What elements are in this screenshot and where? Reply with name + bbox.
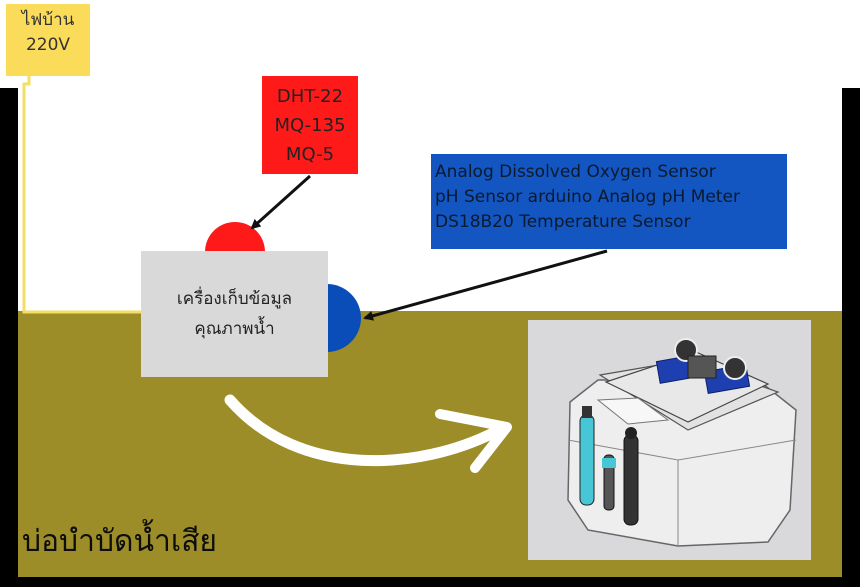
power-title: ไฟบ้าน bbox=[21, 10, 75, 30]
sensor-item: DHT-22 bbox=[276, 86, 344, 107]
water-sensor-list: Analog Dissolved Oxygen Sensor pH Sensor… bbox=[431, 154, 787, 249]
sensor-item: DS18B20 Temperature Sensor bbox=[435, 212, 691, 232]
pond-floor bbox=[0, 577, 860, 587]
logger-title-line1: เครื่องเก็บข้อมูล bbox=[176, 289, 293, 309]
sensor-item: Analog Dissolved Oxygen Sensor bbox=[435, 162, 716, 182]
sensor-item: pH Sensor arduino Analog pH Meter bbox=[435, 187, 740, 207]
power-voltage: 220V bbox=[25, 35, 71, 55]
flow-arrow bbox=[224, 394, 501, 467]
water-arrow bbox=[363, 249, 608, 321]
flow-arrow-head bbox=[435, 409, 512, 473]
pond-wall-left bbox=[0, 88, 18, 587]
gas-arrow bbox=[250, 174, 312, 230]
water-sensor-dome bbox=[327, 284, 361, 352]
data-logger-3d-icon bbox=[567, 338, 797, 547]
logger-title-line2: คุณภาพน้ำ bbox=[194, 319, 275, 339]
power-wire bbox=[22, 76, 141, 314]
sensor-item: MQ-5 bbox=[285, 144, 335, 165]
device-illustration bbox=[528, 320, 811, 560]
gas-sensor-dome bbox=[205, 222, 265, 252]
pond-label: บ่อบำบัดน้ำเสีย bbox=[22, 524, 217, 559]
air-sensor-list: DHT-22 MQ-135 MQ-5 bbox=[262, 76, 358, 174]
power-source-box: ไฟบ้าน 220V bbox=[6, 4, 90, 76]
water-quality-logger: เครื่องเก็บข้อมูล คุณภาพน้ำ bbox=[141, 251, 328, 377]
sensor-item: MQ-135 bbox=[274, 115, 346, 136]
pond-wall-right bbox=[842, 88, 860, 587]
